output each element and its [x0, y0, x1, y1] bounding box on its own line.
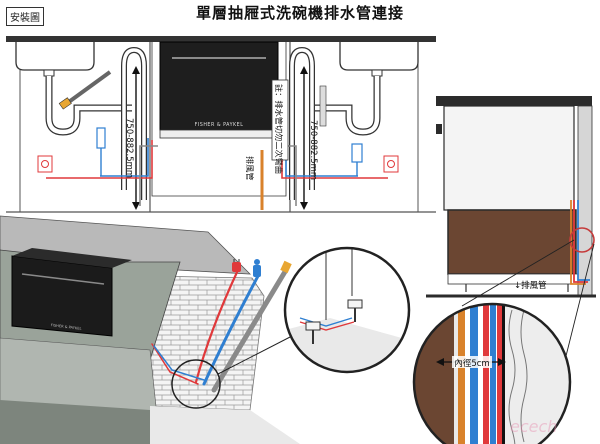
counter-top-side: [436, 96, 592, 106]
brand-label: FISHER & PAYKEL: [195, 122, 244, 128]
counter-lip: [436, 124, 442, 134]
power-outlet-right: [383, 155, 399, 173]
service-lines-left: [46, 138, 158, 206]
vertical-drain-right: [319, 85, 327, 127]
drain-pipe-label-center: 排風管: [245, 156, 255, 181]
top-installation-view: FISHER & PAYKEL: [6, 36, 436, 213]
perspective-handle: [21, 273, 105, 285]
height-label-right: 750-882.5mm: [308, 120, 318, 180]
red-hose: [194, 268, 240, 384]
perspective-view: FISHER & PAYKEL: [0, 215, 300, 444]
perspective-floor: [150, 406, 300, 444]
detail-callout-circle: [569, 227, 595, 253]
side-service-lines: [570, 200, 590, 285]
inner-diameter-label: 內徑5cm: [454, 358, 489, 369]
power-outlet-left: [37, 155, 53, 173]
note-box: 註：排水管切勿二次彎曲: [271, 79, 289, 174]
valve-left: [96, 127, 106, 176]
callout-connector-right-2: [565, 243, 595, 357]
hose-fitting-left: [58, 97, 72, 110]
perspective-kick: [0, 400, 152, 444]
countertop: [6, 36, 436, 42]
callout-connector-right-1: [461, 239, 575, 307]
valve-right: [351, 143, 363, 176]
water-connector: [253, 259, 261, 277]
callout-connector-left: [217, 335, 293, 375]
drain-connector: [280, 260, 292, 274]
note-text: 註：排水管切勿二次彎曲: [274, 84, 284, 174]
diagram-tag: 安裝圖: [6, 7, 44, 26]
sink-right: [339, 42, 419, 71]
drawer-kick-plate: [159, 129, 279, 139]
page-title: 單層抽屜式洗碗機排水管連接: [195, 4, 404, 22]
side-wall: [577, 105, 593, 297]
perspective-brand: FISHER & PAYKEL: [51, 323, 82, 331]
leveling-foot-2: [347, 299, 363, 322]
water-supply-hose-left: [64, 70, 112, 106]
blue-hose: [202, 274, 260, 386]
leveling-foot-1: [305, 321, 321, 344]
appliance-box-side: [447, 209, 577, 275]
side-line-blue: [153, 345, 205, 381]
sink-drain-left: [43, 69, 55, 77]
perspective-dishwasher-top: [12, 248, 132, 268]
gray-drain-hose: [211, 267, 289, 393]
side-section-view: ↓排風管: [426, 96, 596, 298]
power-plug: [232, 259, 241, 272]
upper-cabinet-box: [443, 105, 575, 211]
floor-callout-circle: [171, 359, 221, 409]
sink-left: [15, 42, 95, 71]
side-line-red: [151, 343, 199, 385]
watermark-text: ecech: [510, 417, 557, 436]
perspective-hoses: [151, 267, 289, 393]
dishwasher-drawer: [159, 41, 279, 131]
sink-drain-right: [371, 69, 383, 77]
drain-pipe-label-right: ↓排風管: [514, 280, 547, 291]
zoom-detail-left: [283, 246, 411, 374]
height-label-left: 750-882.5mm: [124, 118, 134, 178]
